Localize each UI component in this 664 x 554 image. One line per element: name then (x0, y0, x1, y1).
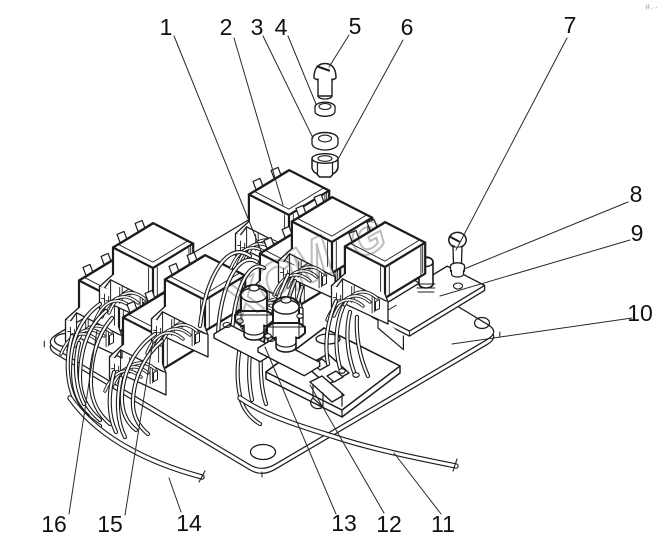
svg-text:#…: #… (645, 1, 659, 12)
svg-text:3: 3 (251, 14, 264, 40)
svg-text:14: 14 (176, 510, 202, 536)
svg-text:8: 8 (630, 181, 643, 207)
svg-text:11: 11 (431, 511, 455, 537)
svg-text:15: 15 (97, 511, 123, 537)
svg-text:16: 16 (41, 511, 67, 537)
svg-text:10: 10 (627, 300, 653, 326)
svg-text:6: 6 (401, 14, 414, 40)
svg-text:13: 13 (331, 510, 357, 536)
svg-text:5: 5 (349, 13, 362, 39)
svg-text:2: 2 (220, 14, 233, 40)
svg-text:4: 4 (275, 14, 288, 40)
svg-text:12: 12 (376, 511, 402, 537)
svg-text:7: 7 (564, 12, 577, 38)
svg-text:1: 1 (160, 14, 173, 40)
svg-text:9: 9 (631, 220, 644, 246)
